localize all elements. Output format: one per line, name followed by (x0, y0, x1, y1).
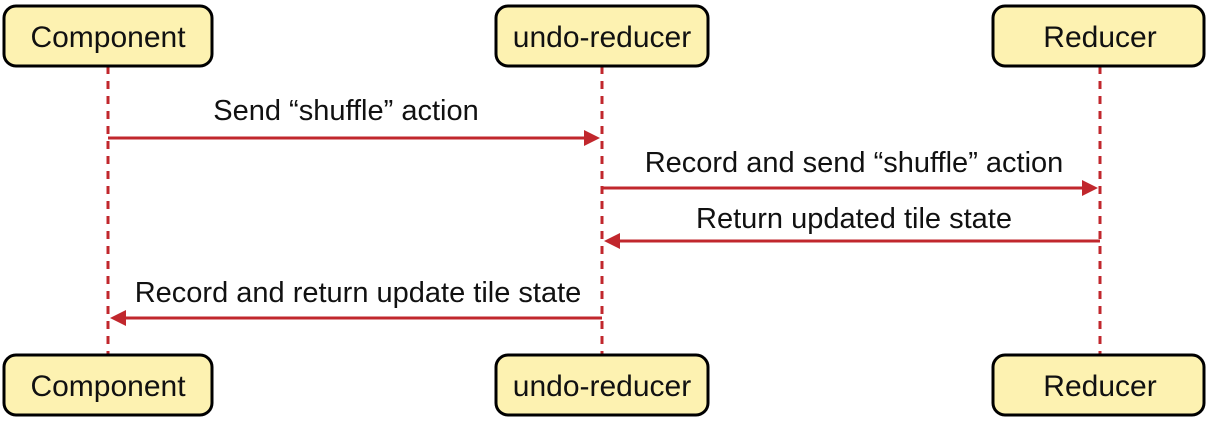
participant-component-bottom: Component (2, 353, 214, 417)
participant-component-top: Component (2, 4, 214, 68)
message-record-return-tile-state: Record and return update tile state (110, 277, 602, 326)
arrow-left-icon (604, 233, 620, 249)
message-record-send-shuffle-label: Record and send “shuffle” action (645, 147, 1064, 179)
participant-reducer-bottom: Reducer (991, 353, 1206, 417)
arrow-right-icon (1082, 180, 1098, 196)
participant-component-bottom-label: Component (30, 370, 186, 403)
message-record-send-shuffle: Record and send “shuffle” action (602, 147, 1098, 196)
arrow-right-icon (584, 130, 600, 146)
message-return-updated-tile-state-label: Return updated tile state (696, 203, 1012, 235)
participant-undo-reducer-bottom: undo-reducer (494, 353, 710, 417)
message-send-shuffle: Send “shuffle” action (108, 95, 600, 146)
participant-reducer-bottom-label: Reducer (1043, 370, 1156, 403)
message-return-updated-tile-state: Return updated tile state (604, 203, 1100, 249)
participant-undo-reducer-top: undo-reducer (494, 4, 710, 68)
participant-component-top-label: Component (30, 21, 186, 54)
arrow-left-icon (110, 310, 126, 326)
message-record-return-tile-state-label: Record and return update tile state (135, 277, 582, 309)
participant-reducer-top-label: Reducer (1043, 21, 1156, 54)
message-send-shuffle-label: Send “shuffle” action (213, 95, 478, 127)
participant-reducer-top: Reducer (991, 4, 1206, 68)
participant-undo-reducer-top-label: undo-reducer (513, 21, 691, 54)
participant-undo-reducer-bottom-label: undo-reducer (513, 370, 691, 403)
